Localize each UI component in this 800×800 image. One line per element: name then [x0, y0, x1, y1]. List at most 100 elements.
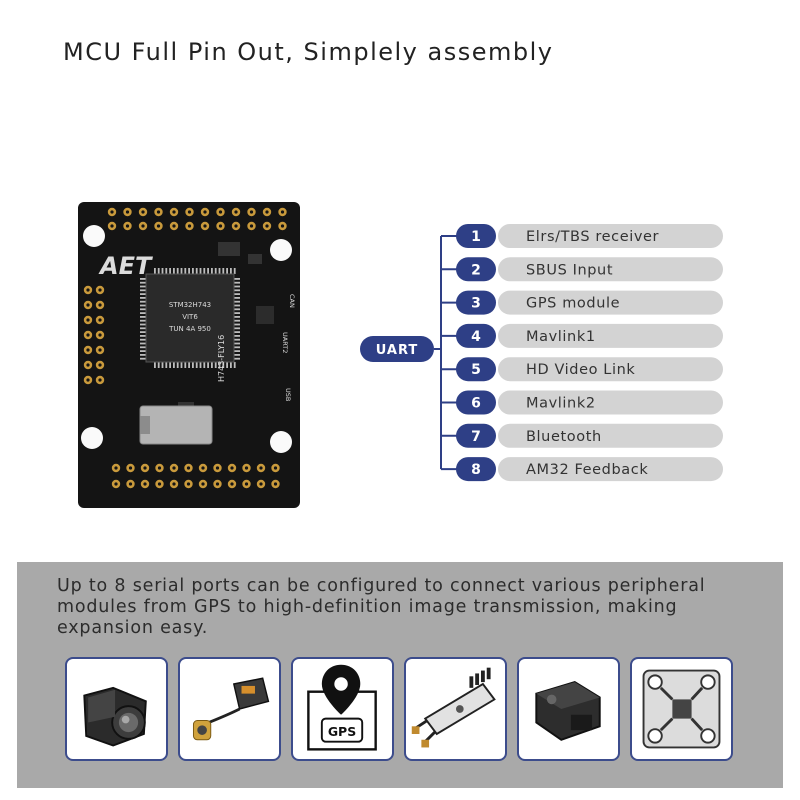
- side-label: USB: [284, 388, 292, 401]
- mounting-hole: [270, 431, 292, 453]
- solder-pad: [271, 463, 280, 473]
- camera-icon: [83, 686, 147, 747]
- port-pill: [498, 323, 723, 348]
- solder-pad: [262, 207, 272, 217]
- solder-pad: [169, 479, 179, 489]
- port-row: 5 HD Video Link: [456, 357, 723, 382]
- solder-pad: [123, 207, 132, 217]
- solder-pad: [247, 221, 256, 231]
- port-number: 3: [471, 296, 481, 312]
- usb-shield: [139, 405, 213, 445]
- board-logo: AET: [98, 252, 153, 280]
- chip-marking: TUN 4A 950: [168, 325, 211, 333]
- port-pill: [498, 224, 723, 248]
- peripheral-tile-video-transmitter: [178, 657, 281, 761]
- solder-pad: [126, 463, 135, 473]
- solder-pad: [111, 479, 121, 489]
- solder-pad: [227, 463, 237, 473]
- peripheral-tile-gps: GPS: [291, 657, 394, 761]
- port-label: SBUS Input: [526, 262, 613, 278]
- peripheral-tile-receiver: [404, 657, 507, 761]
- port-pill: [498, 423, 723, 448]
- peripheral-tile-lidar: [517, 657, 620, 761]
- solder-pad: [200, 221, 210, 231]
- solder-pad: [155, 479, 164, 489]
- motor-mount-icon: [642, 669, 721, 749]
- solder-pad: [138, 207, 148, 217]
- uart-badge: [360, 336, 434, 362]
- video-transmitter-icon: [192, 677, 270, 741]
- solder-pad: [216, 221, 225, 231]
- solder-pad: [278, 221, 287, 231]
- receiver-icon: [411, 667, 496, 748]
- solder-pad: [169, 463, 179, 473]
- solder-pad: [95, 345, 105, 355]
- gps-label: GPS: [328, 724, 356, 739]
- solder-pad: [95, 315, 105, 325]
- port-number: 5: [471, 362, 481, 378]
- solder-pad: [231, 207, 241, 217]
- info-text: Up to 8 serial ports can be configured t…: [57, 576, 706, 638]
- solder-pad: [107, 207, 117, 217]
- port-number-badge: [456, 323, 496, 348]
- solder-pad: [83, 345, 93, 355]
- solder-pad: [216, 207, 225, 217]
- solder-pad: [242, 479, 251, 489]
- solder-pad: [231, 221, 241, 231]
- port-number-badge: [456, 390, 496, 415]
- peripheral-tile-camera: [65, 657, 168, 761]
- port-number: 8: [471, 462, 481, 478]
- port-label: Mavlink1: [526, 329, 596, 345]
- port-number-badge: [456, 290, 496, 315]
- port-pill: [498, 257, 723, 282]
- solder-pad: [198, 479, 208, 489]
- solder-pad: [111, 463, 121, 473]
- port-label: Elrs/TBS receiver: [526, 229, 659, 245]
- port-number: 6: [471, 396, 481, 412]
- uart-label: UART: [376, 343, 419, 358]
- solder-pad: [83, 375, 93, 385]
- solder-pad: [247, 207, 256, 217]
- solder-pad: [213, 479, 222, 489]
- solder-pad: [169, 207, 179, 217]
- solder-pad: [227, 479, 237, 489]
- port-row: 6 Mavlink2: [456, 390, 723, 415]
- port-number-badge: [456, 224, 496, 248]
- solder-pad: [154, 207, 163, 217]
- port-pill: [498, 357, 723, 382]
- port-number-badge: [456, 257, 496, 282]
- port-number-badge: [456, 457, 496, 482]
- mounting-hole: [83, 225, 105, 247]
- port-pill: [498, 290, 723, 315]
- mounting-hole: [81, 427, 103, 449]
- mounting-hole: [270, 239, 292, 261]
- solder-pad: [83, 285, 93, 295]
- solder-pad: [200, 207, 210, 217]
- port-label: Mavlink2: [526, 396, 596, 412]
- solder-pad: [278, 207, 287, 217]
- peripheral-tile-motor-mount: [630, 657, 733, 761]
- solder-pad: [95, 285, 105, 295]
- port-label: Bluetooth: [526, 429, 602, 445]
- gps-module-icon: GPS: [307, 664, 377, 751]
- solder-pad: [107, 221, 117, 231]
- solder-pad: [271, 479, 280, 489]
- port-number: 7: [471, 429, 481, 445]
- solder-pad: [123, 221, 132, 231]
- port-number: 4: [471, 329, 481, 345]
- solder-pad: [83, 300, 93, 310]
- info-panel: Up to 8 serial ports can be configured t…: [17, 562, 783, 788]
- mcu-chip: STM32H743 VIT6 TUN 4A 950: [140, 268, 240, 368]
- solder-pad: [140, 463, 150, 473]
- solder-pad: [256, 463, 266, 473]
- solder-pad: [83, 330, 93, 340]
- solder-pad: [83, 315, 93, 325]
- port-label: HD Video Link: [526, 362, 635, 378]
- solder-pad: [95, 360, 105, 370]
- port-pill: [498, 390, 723, 415]
- solder-pad: [242, 463, 251, 473]
- solder-pad: [185, 221, 194, 231]
